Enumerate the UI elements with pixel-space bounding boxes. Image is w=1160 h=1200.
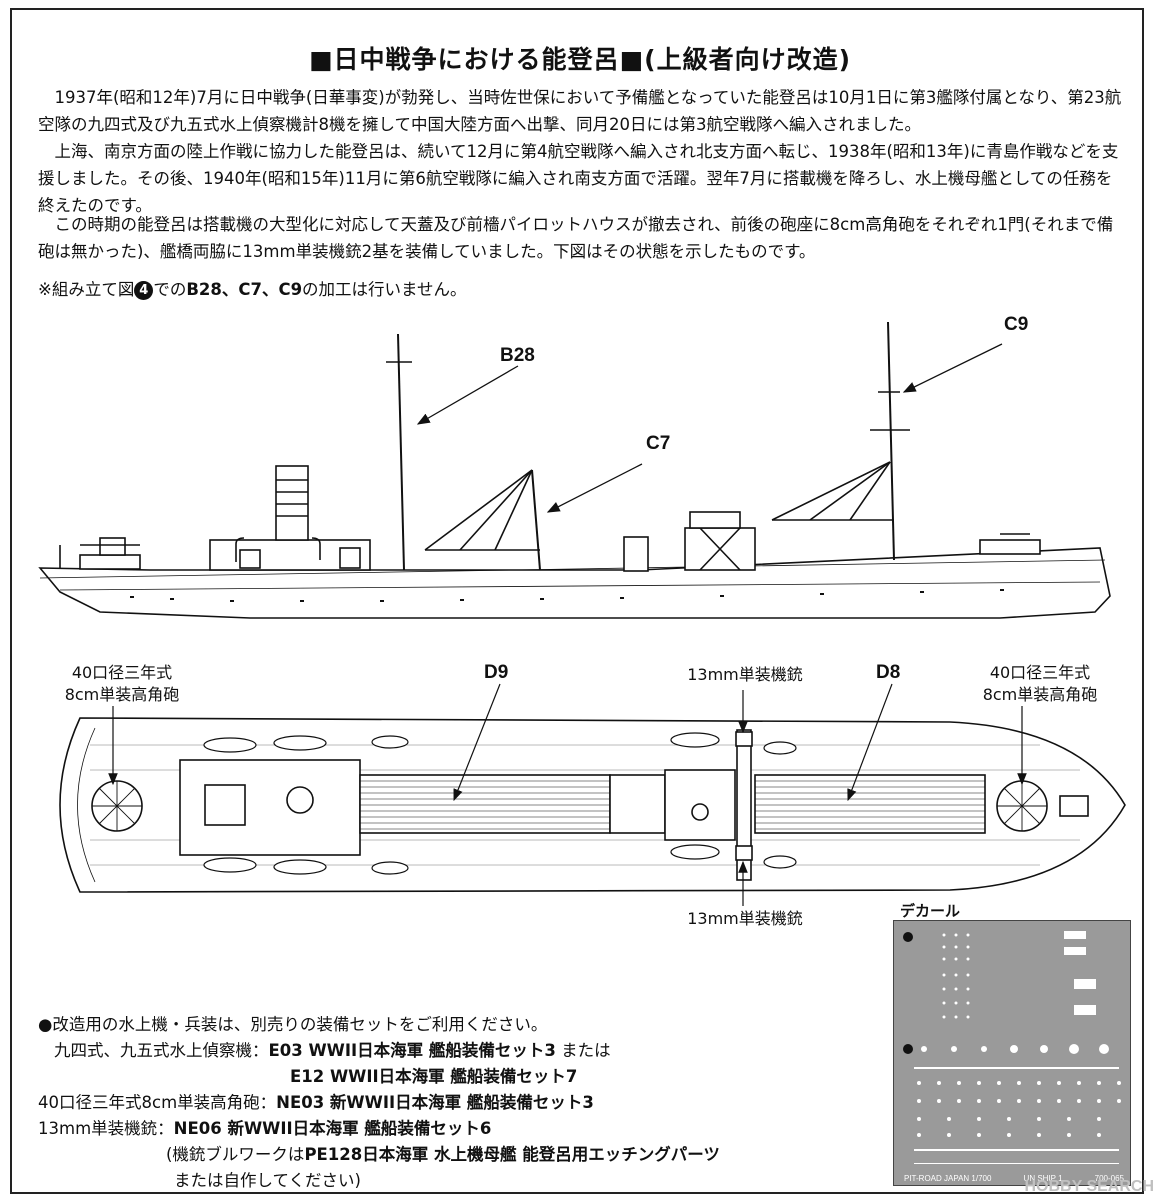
gun-label: 40口径三年式8cm単装高角砲：: [38, 1093, 277, 1112]
bulwark-pre: (機銃ブルワークは: [166, 1145, 305, 1164]
side-hull: [38, 547, 1111, 619]
fwd-gun-label-line2: 8cm単装高角砲: [982, 685, 1098, 704]
side-view: [38, 321, 1111, 619]
note-middle: での: [153, 280, 187, 299]
callout-c7: C7: [646, 433, 671, 454]
parts-intro: ●改造用の水上機・兵装は、別売りの装備セットをご利用ください。: [38, 1015, 548, 1034]
callout-b28: B28: [500, 345, 535, 366]
parts-bulwark-2: または自作してください): [174, 1171, 361, 1190]
decal-code: 700-065: [1094, 1174, 1124, 1183]
callout-d9: D9: [484, 662, 509, 683]
fwd-gun-label: 40口径三年式 8cm単装高角砲: [972, 662, 1108, 706]
fwd-rail-d8: [754, 774, 986, 834]
page-title: ■日中戦争における能登呂■(上級者向け改造): [308, 45, 852, 74]
decal-sheet: PIT-ROAD JAPAN 1/700 UN SHIP 1 700-065: [893, 920, 1131, 1186]
gun-set: NE03 新WWII日本海軍 艦船装備セット3: [276, 1093, 594, 1112]
mg-label-bottom: 13mm単装機銃: [687, 909, 803, 928]
decal-marks: [903, 931, 1121, 1164]
seaplane-set-2: E12 WWII日本海軍 艦船装備セット7: [290, 1067, 578, 1086]
decal-series: UN SHIP 1: [1023, 1174, 1063, 1183]
step-number-badge: 4: [134, 281, 154, 300]
aft-gun-label-line1: 40口径三年式: [71, 663, 173, 682]
parts-info: ●改造用の水上機・兵装は、別売りの装備セットをご利用ください。 九四式、九五式水…: [38, 1012, 720, 1194]
mg-set: NE06 新WWII日本海軍 艦船装備セット6: [173, 1119, 492, 1138]
paragraph-2: 上海、南京方面の陸上作戦に協力した能登呂は、続いて12月に第4航空戦隊へ編入され…: [38, 142, 1119, 215]
decal-maker: PIT-ROAD JAPAN 1/700: [904, 1174, 992, 1183]
seaplane-set-1: E03 WWII日本海軍 艦船装備セット3: [268, 1041, 556, 1060]
parts-bulwark-1: (機銃ブルワークはPE128日本海軍 水上機母艦 能登呂用エッチングパーツ: [38, 1142, 720, 1168]
parts-mg: 13mm単装機銃：NE06 新WWII日本海軍 艦船装備セット6: [38, 1116, 720, 1142]
watermark-logo: HOBBY SEARCH: [1024, 1178, 1155, 1195]
note-parts: B28、C7、C9: [186, 280, 303, 299]
aft-gun-label-line2: 8cm単装高角砲: [64, 685, 180, 704]
seaplane-or: または: [555, 1041, 611, 1060]
funnel: [275, 465, 309, 541]
plan-view: [59, 683, 1126, 906]
paragraph-3: この時期の能登呂は搭載機の大型化に対応して天蓋及び前檣パイロットハウスが撤去され…: [38, 215, 1114, 261]
mg-label-top: 13mm単装機銃: [687, 665, 803, 684]
mg-label: 13mm単装機銃：: [38, 1119, 174, 1138]
bulwark-part: PE128日本海軍 水上機母艦 能登呂用エッチングパーツ: [304, 1145, 720, 1164]
decal-title: デカール: [900, 902, 961, 920]
paragraph-1: 1937年(昭和12年)7月に日中戦争(日華事変)が勃発し、当時佐世保において予…: [38, 88, 1122, 134]
page-frame: [10, 8, 1144, 1194]
note-suffix: の加工は行いません。: [302, 280, 467, 299]
note-prefix: ※組み立て図: [38, 280, 135, 299]
fwd-gun-label-line1: 40口径三年式: [989, 663, 1091, 682]
callout-d8: D8: [876, 662, 901, 683]
callout-c9: C9: [1004, 314, 1029, 335]
aft-rail-d9: [359, 774, 611, 834]
parts-seaplane: 九四式、九五式水上偵察機：E03 WWII日本海軍 艦船装備セット3 または: [38, 1038, 720, 1064]
parts-gun: 40口径三年式8cm単装高角砲：NE03 新WWII日本海軍 艦船装備セット3: [38, 1090, 720, 1116]
decal-footer: PIT-ROAD JAPAN 1/700 UN SHIP 1 700-065: [904, 1174, 1124, 1183]
aft-gun-label: 40口径三年式 8cm単装高角砲: [62, 662, 182, 706]
seaplane-label: 九四式、九五式水上偵察機：: [54, 1041, 269, 1060]
